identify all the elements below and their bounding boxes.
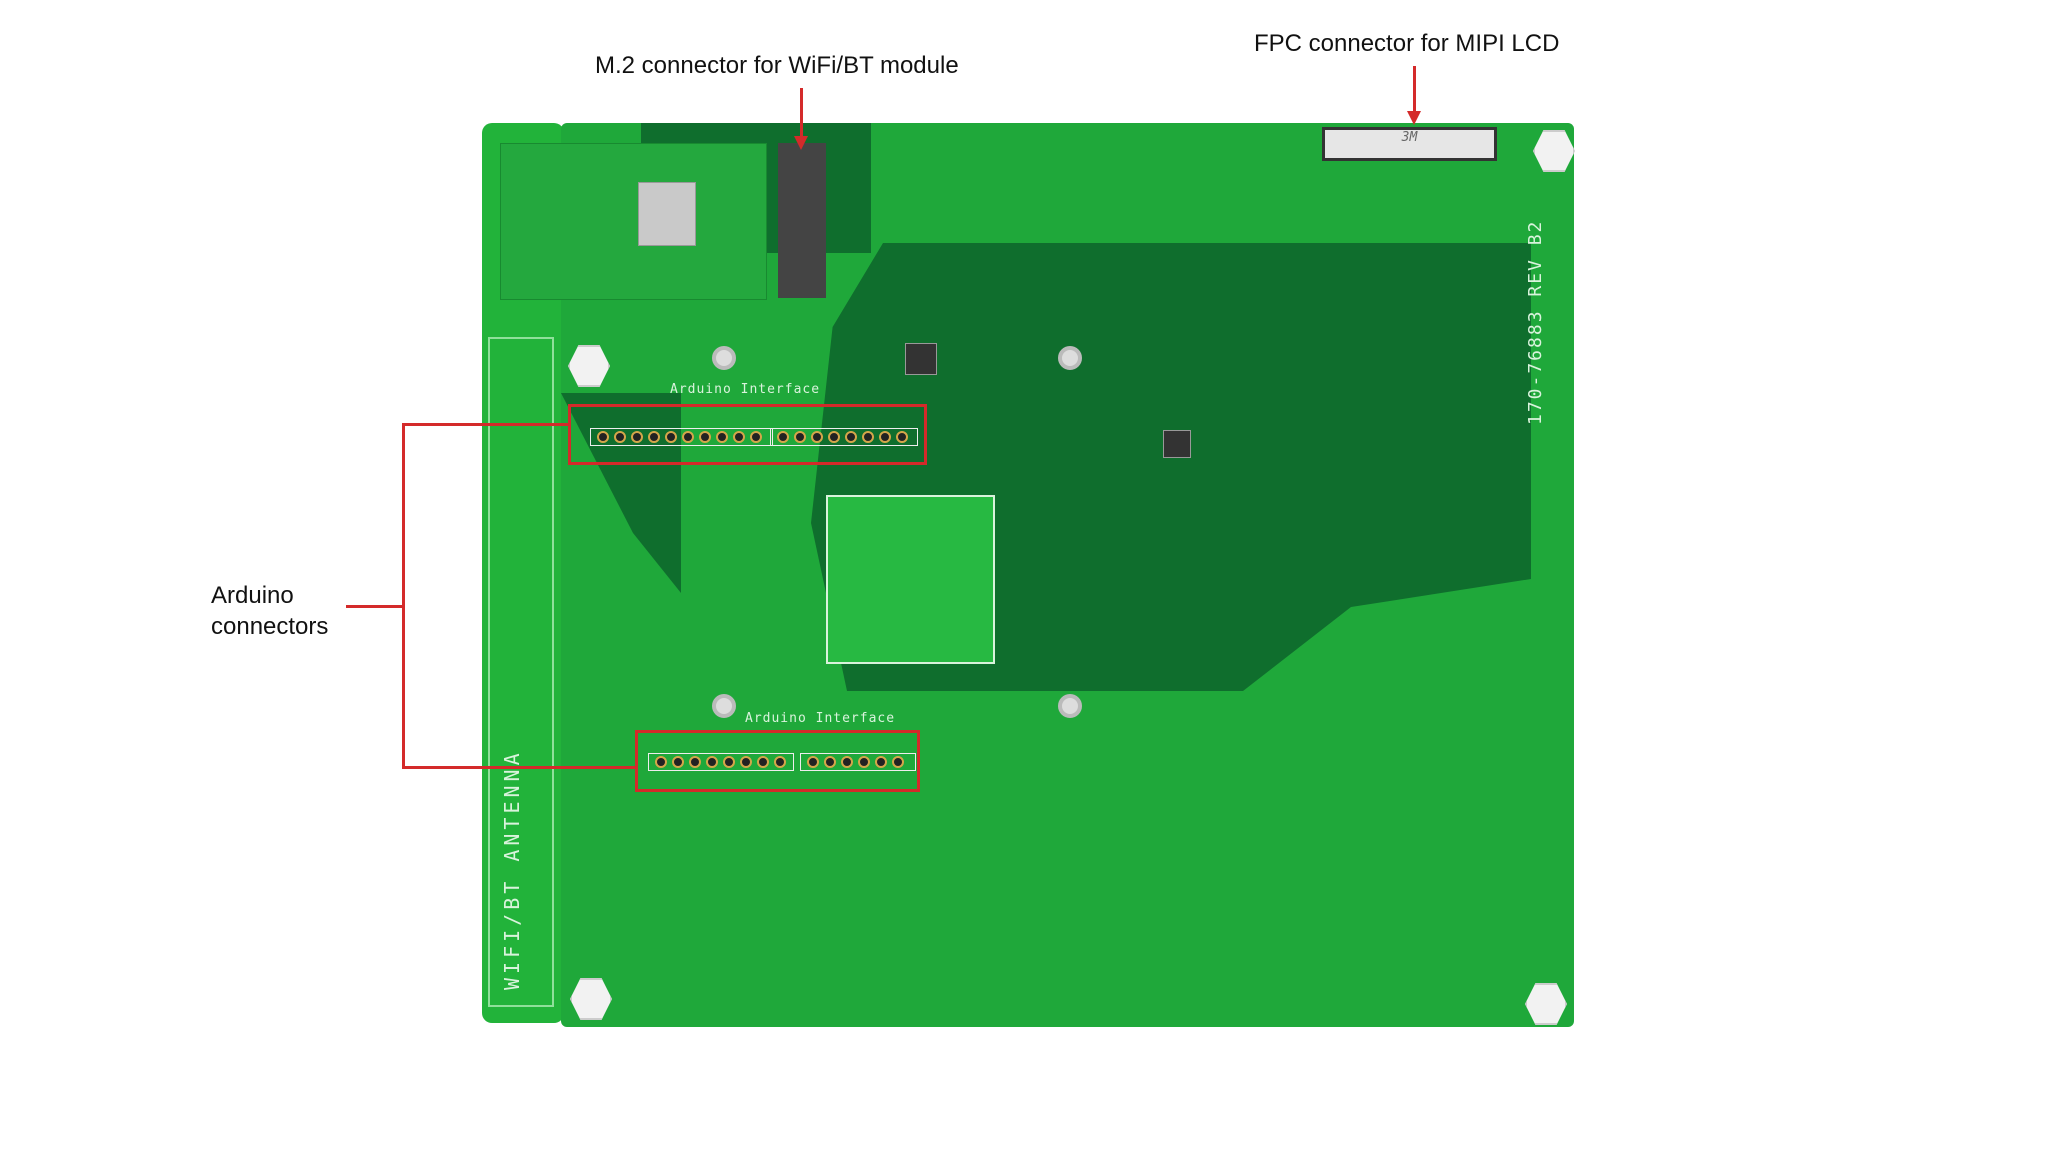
arduino-interface-bottom-label: Arduino Interface: [745, 711, 896, 726]
arduino-header-j21: [770, 428, 918, 446]
callout-line: [402, 766, 636, 769]
fpc-callout-label: FPC connector for MIPI LCD: [1254, 30, 1560, 57]
m2-callout-label: M.2 connector for WiFi/BT module: [595, 52, 959, 79]
fpc-connector: 3M: [1322, 127, 1497, 161]
board-revision: 170-76883 REV B2: [1525, 219, 1546, 425]
antenna-outline: [488, 337, 554, 1007]
callout-line: [402, 423, 570, 426]
callout-line: [346, 605, 405, 608]
standoff: [568, 345, 610, 387]
arduino-bottom-highlight: [635, 730, 920, 792]
arduino-top-highlight: [568, 404, 927, 465]
arduino-interface-top-label: Arduino Interface: [670, 382, 821, 397]
standoff: [1525, 983, 1567, 1025]
wifi-bt-module: [500, 143, 767, 300]
standoff: [1533, 130, 1575, 172]
m2-connector: [778, 143, 826, 298]
ic-chip: [905, 343, 937, 375]
fpc-callout-arrow: [1407, 66, 1421, 125]
mounting-hole: [1058, 346, 1082, 370]
ic-chip: [1163, 430, 1191, 458]
m2-callout-arrow: [794, 88, 808, 150]
antenna-silkscreen: WIFI/BT ANTENNA: [500, 749, 524, 990]
arduino-header-j20: [590, 428, 773, 446]
arduino-callout-label-line2: connectors: [211, 613, 329, 640]
arduino-header-j23: [800, 753, 916, 771]
mounting-hole: [712, 346, 736, 370]
mounting-hole: [712, 694, 736, 718]
mounting-hole: [1058, 694, 1082, 718]
standoff: [570, 978, 612, 1020]
callout-bracket: [402, 423, 405, 769]
arduino-header-j22: [648, 753, 794, 771]
fpc-brand: 3M: [1401, 130, 1418, 145]
processor-inset: [826, 495, 995, 664]
arduino-callout-label-line1: Arduino: [211, 582, 294, 609]
